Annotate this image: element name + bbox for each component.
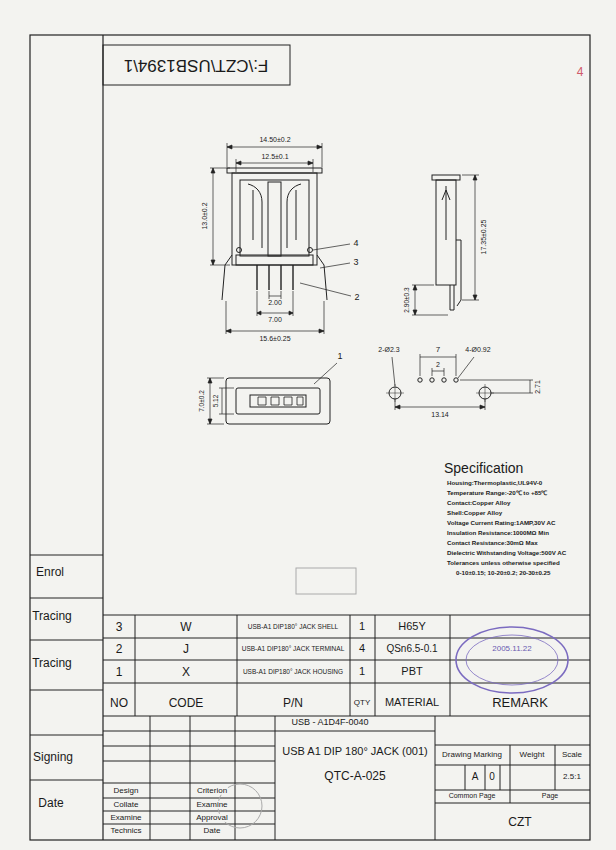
spec-heading: Specification bbox=[443, 461, 524, 476]
dimension-lines bbox=[207, 363, 337, 424]
side-view bbox=[432, 175, 461, 310]
dimension-lines bbox=[392, 354, 533, 410]
margin-grid bbox=[30, 555, 103, 780]
title-block-cell: A bbox=[471, 772, 480, 783]
front-view bbox=[222, 168, 327, 300]
title-block-grid bbox=[103, 716, 590, 840]
title-block-cell: Examine bbox=[109, 814, 142, 822]
callout-number: 2 bbox=[353, 293, 360, 302]
title-block-cell: Date bbox=[203, 827, 222, 835]
title-block-cell: Examine bbox=[195, 801, 228, 809]
title-block-cell: Weight bbox=[519, 751, 546, 759]
table-cell: USB-A1 DIP180° JACK TERMINAL bbox=[241, 646, 346, 653]
table-header: REMARK bbox=[491, 696, 549, 710]
title-block-cell: 0 bbox=[488, 772, 496, 783]
company-stamp bbox=[456, 627, 568, 693]
table-cell: QSn6.5-0.1 bbox=[385, 644, 438, 655]
table-cell: 4 bbox=[358, 643, 366, 655]
title-block-cell: Common Page bbox=[448, 792, 497, 799]
spec-line: Contact:Copper Alloy bbox=[446, 500, 511, 507]
callout-number: 1 bbox=[336, 352, 343, 361]
drawing-number: QTC-A-025 bbox=[323, 770, 386, 783]
sheet-mark: 4 bbox=[576, 66, 585, 79]
dimension: 12.5±0.1 bbox=[260, 153, 289, 160]
dimension-lines bbox=[412, 175, 479, 315]
table-cell: W bbox=[179, 621, 192, 634]
spec-line: Tolerances unless otherwise specified bbox=[446, 560, 561, 567]
margin-label: Enrol bbox=[35, 566, 65, 579]
dimension: 15.6±0.25 bbox=[258, 335, 291, 342]
spec-line: Temperature Range:-20℃ to +85℃ bbox=[446, 490, 548, 497]
callout-number: 3 bbox=[352, 258, 359, 267]
table-cell: J bbox=[182, 643, 190, 656]
spec-line: Insulation Resistance:1000MΩ Min bbox=[446, 530, 550, 537]
title-block-cell: Drawing Marking bbox=[441, 751, 503, 759]
spec-line: 0-10±0.15; 10-20±0.2; 20-30±0.25 bbox=[455, 570, 551, 577]
dimension: 2-Ø2.3 bbox=[377, 346, 400, 353]
title-block-cell: CZT bbox=[507, 816, 532, 829]
title-block-cell: Page bbox=[541, 792, 559, 799]
table-cell: PBT bbox=[400, 666, 423, 678]
margin-label: Date bbox=[37, 797, 64, 810]
dimension: 7 bbox=[435, 346, 441, 354]
file-box bbox=[103, 45, 290, 85]
table-cell: 1 bbox=[358, 621, 366, 633]
table-header: QTY bbox=[353, 699, 371, 707]
title-block-cell: Criterion bbox=[196, 787, 228, 795]
title-block-cell: Scale bbox=[561, 751, 583, 759]
table-header: NO bbox=[109, 697, 129, 710]
table-cell: 1 bbox=[115, 666, 124, 679]
dimension-lines bbox=[210, 143, 351, 334]
title-block-cell: Approval bbox=[195, 814, 229, 822]
dimension: 14.50±0.2 bbox=[258, 136, 291, 143]
dimension: 13.0±0.2 bbox=[201, 201, 208, 230]
title-block-cell: 2.5:1 bbox=[562, 773, 582, 781]
spec-line: Shell:Copper Alloy bbox=[446, 510, 503, 517]
callout-number: 4 bbox=[352, 239, 359, 248]
spec-line: Dielectric Withstanding Voltage:500V AC bbox=[446, 550, 567, 557]
dimension: 2.90±0.3 bbox=[404, 286, 411, 313]
dimension: 2 bbox=[435, 361, 441, 368]
control-stamp bbox=[296, 568, 356, 594]
frame-line bbox=[102, 35, 103, 840]
title-block-cell: Technics bbox=[109, 827, 142, 835]
dimension: 7.0±0.2 bbox=[199, 389, 206, 413]
title-block-cell: Design bbox=[113, 787, 140, 795]
outer-frame bbox=[30, 35, 590, 840]
margin-label: Tracing bbox=[31, 657, 73, 670]
spec-line: Voltage Current Rating:1AMP,30V AC bbox=[446, 520, 557, 527]
table-cell: 3 bbox=[115, 621, 124, 634]
table-cell: X bbox=[181, 666, 191, 679]
dimension: 2.71 bbox=[534, 379, 541, 395]
drawing-title: USB A1 DIP 180° JACK (001) bbox=[281, 746, 428, 758]
dimension: 5.12 bbox=[213, 394, 220, 409]
company-stamp bbox=[466, 635, 558, 685]
dimension: 4-Ø0.92 bbox=[464, 346, 491, 353]
part-number: USB - A1D4F-0040 bbox=[290, 718, 369, 727]
table-header: P/N bbox=[282, 697, 304, 710]
file-path: F:\CZT\USB1394\1 bbox=[123, 56, 270, 74]
table-cell: 2 bbox=[115, 643, 124, 656]
table-cell: 1 bbox=[358, 666, 366, 678]
table-cell: H65Y bbox=[397, 621, 427, 633]
margin-label: Tracing bbox=[31, 610, 73, 623]
table-header: MATERIAL bbox=[384, 697, 440, 709]
table-header: CODE bbox=[168, 697, 205, 710]
spec-line: Housing:Thermoplastic,UL94V-0 bbox=[446, 480, 543, 487]
pcb-footprint bbox=[386, 378, 494, 402]
dimension: 13.14 bbox=[430, 411, 450, 418]
table-cell: USB-A1 DIP180° JACK HOUSING bbox=[242, 669, 344, 676]
bom-table-grid bbox=[103, 615, 590, 716]
stamp-text: 2005.11.22 bbox=[491, 645, 532, 653]
bottom-view bbox=[226, 378, 330, 424]
table-cell: USB-A1 DIP180° JACK SHELL bbox=[247, 624, 339, 631]
dimension: 7.00 bbox=[267, 316, 283, 323]
title-block-cell: Collate bbox=[113, 801, 140, 809]
margin-label: Signing bbox=[32, 751, 74, 764]
dimension: 2.00 bbox=[267, 299, 283, 306]
dimension: 17.35±0.25 bbox=[480, 219, 487, 256]
spec-line: Contact Resistance:30mΩ Max bbox=[446, 540, 539, 547]
